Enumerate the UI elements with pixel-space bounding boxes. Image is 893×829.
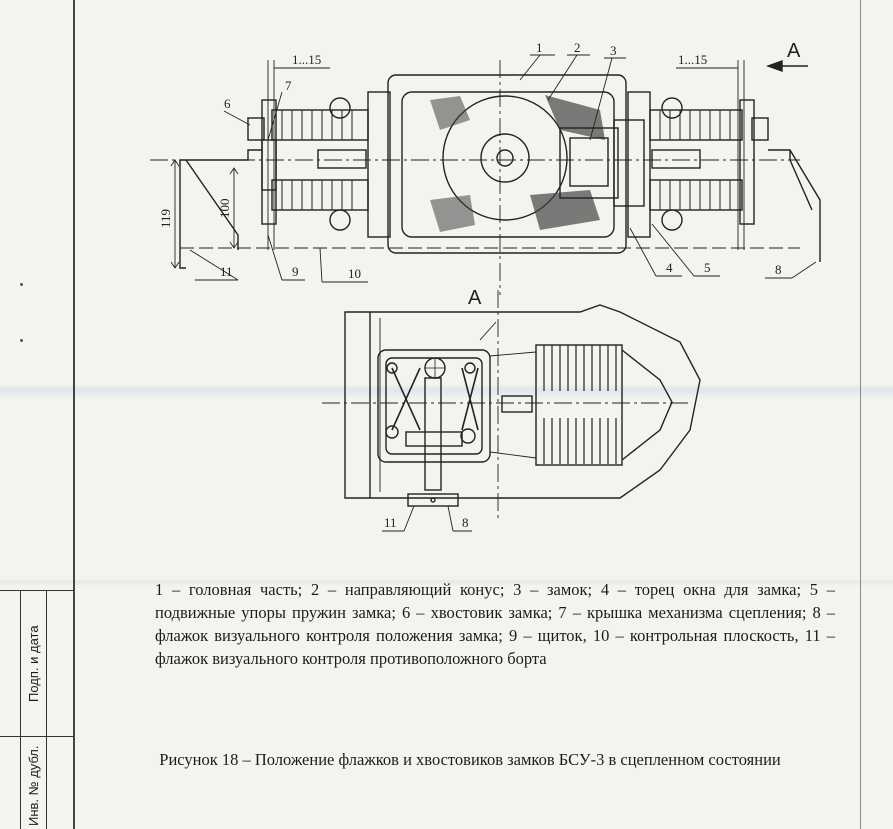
gap-dimension-left: 1...15 [292, 52, 321, 67]
view-marker-a: A [787, 40, 801, 62]
view-label-a: A [468, 287, 482, 309]
dimension-119: 119 [158, 209, 173, 228]
callout-7: 7 [285, 78, 292, 93]
dimension-100: 100 [217, 199, 232, 219]
view-callout-8: 8 [462, 515, 469, 530]
callout-8: 8 [775, 262, 782, 277]
stamp-duplicate-no: Инв. № дубл. [26, 745, 41, 826]
page-frame-left [73, 0, 75, 829]
callout-4: 4 [666, 260, 673, 275]
technical-drawing: A A 1...15 1...15 119 100 1 2 3 6 7 11 9… [150, 40, 821, 532]
scan-artifact-band [0, 578, 893, 586]
gap-dimension-right: 1...15 [678, 52, 707, 67]
scan-speck [20, 339, 23, 342]
callout-9: 9 [292, 264, 299, 279]
view-callout-11: 11 [384, 515, 397, 530]
scan-artifact-band [0, 384, 893, 398]
callout-11: 11 [220, 264, 233, 279]
scan-speck [20, 283, 23, 286]
callout-5: 5 [704, 260, 711, 275]
callout-3: 3 [610, 43, 617, 58]
callout-10: 10 [348, 266, 361, 281]
figure-legend: 1 – головная часть; 2 – направляющий кон… [155, 580, 835, 668]
page-frame-right [860, 0, 861, 829]
figure-title: Рисунок 18 – Положение флажков и хвостов… [159, 750, 781, 769]
stamp-signature-date: Подп. и дата [26, 625, 41, 702]
callout-1: 1 [536, 40, 543, 55]
callout-2: 2 [574, 40, 581, 55]
callout-6: 6 [224, 96, 231, 111]
title-block-column: Подп. и дата Инв. № дубл. [0, 590, 74, 829]
